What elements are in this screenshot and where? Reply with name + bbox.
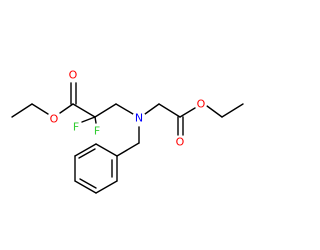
bond-o-ch2-right: [206, 105, 223, 118]
atom-o-carbonyl-left: O: [69, 69, 78, 82]
atom-bg-o-carbonyl-right: [174, 136, 186, 148]
atom-o-carbonyl-right: O: [176, 136, 185, 149]
bond-carbonyl-cf2: [72, 103, 96, 118]
difluoro-bonds: [81, 103, 117, 124]
bond-n-ch2-right: [144, 103, 160, 115]
atom-n-center: N: [135, 112, 143, 125]
bond-ch2-carbonyl-right: [158, 103, 181, 118]
atom-bg-f-right: [91, 125, 103, 137]
amine-bonds: [115, 103, 160, 157]
bond-c-f-left: [81, 116, 96, 123]
bond-ch2-n-left: [115, 103, 134, 115]
atom-o-ester-left: O: [50, 113, 59, 126]
bond-benzyl-ring: [116, 142, 140, 157]
right-ethyl-ester-bonds: [158, 103, 244, 136]
bond-c-f-right: [94, 116, 97, 124]
ring-bond-1: [95, 143, 118, 157]
ring-bond-4: [74, 180, 97, 194]
ring-inner-double-1: [78, 148, 96, 159]
ring-inner-double-2: [79, 178, 97, 189]
atom-labels: O O F F N O O: [48, 69, 207, 149]
bond-carbonyl-o-right: [179, 107, 196, 118]
atom-bg-o-ester-right: [195, 98, 207, 110]
bond-cf2-ch2: [94, 103, 117, 118]
atom-bg-f-left: [70, 121, 82, 133]
atom-f-left: F: [73, 121, 79, 134]
bond-ch3-ch2-left: [11, 103, 33, 118]
ring-bond-2: [74, 143, 97, 157]
atom-o-ester-right: O: [197, 98, 206, 111]
atom-f-right: F: [94, 125, 100, 138]
bond-o-carbonyl-c-left: [59, 103, 74, 114]
atom-bg-n-center: [132, 111, 146, 125]
atom-bg-o-carbonyl-left: [67, 69, 79, 81]
atom-bg-o-ester-left: [48, 113, 60, 125]
benzene-ring: [74, 143, 118, 194]
bond-ch2-o-left: [31, 103, 49, 115]
ring-bond-5: [95, 180, 118, 194]
bond-ch2-ch3-right: [221, 103, 244, 118]
molecule-structure: O O F F N O O: [11, 69, 244, 194]
left-ethyl-ester-bonds: [11, 82, 96, 118]
